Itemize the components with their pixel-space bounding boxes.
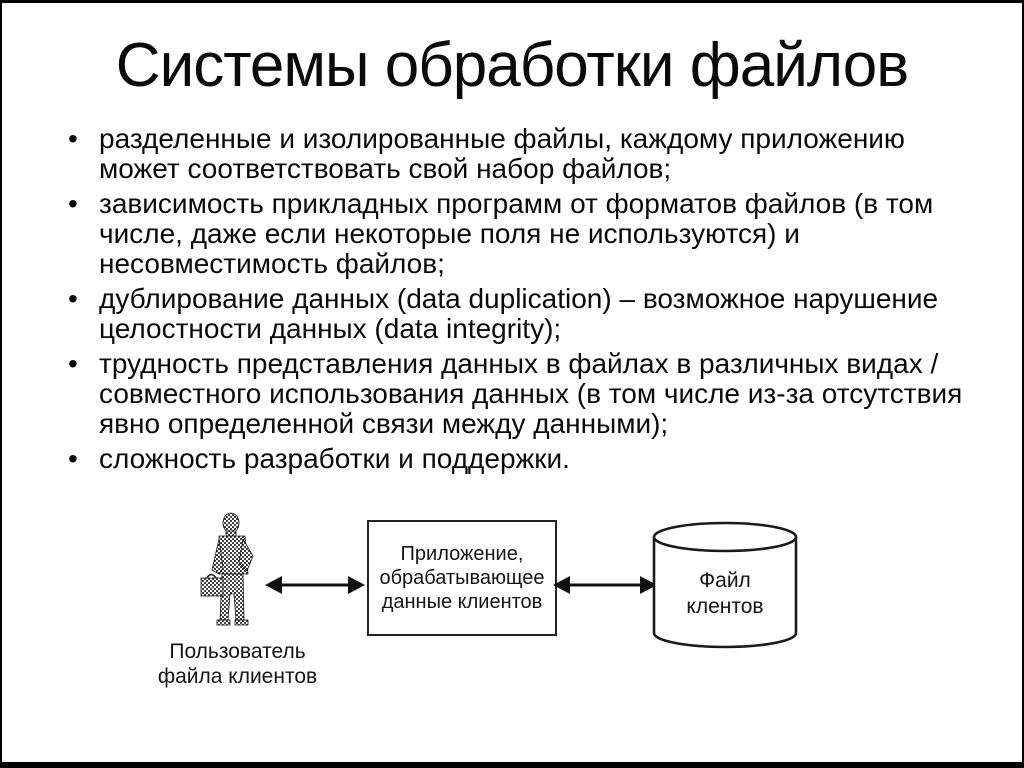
page-title: Системы обработки файлов [115,31,909,100]
person-icon [200,512,254,626]
bullet-dot-icon: • [68,283,78,315]
bidirectional-arrow-icon [553,576,657,594]
bullet-dot-icon: • [68,123,78,155]
bullet-dot-icon: • [68,188,78,220]
bullet-text: трудность представления данных в файлах … [99,348,963,440]
bullet-text: сложность разработки и поддержки. [99,443,570,475]
application-box: Приложение, обрабатывающее данные клиент… [367,520,557,636]
list-item: • трудность представления данных в файла… [68,349,967,439]
list-item: • дублирование данных (data duplication)… [68,284,967,344]
diagram: Пользователь файла клиентов Приложение, … [2,3,1022,762]
bullet-list: • разделенные и изолированные файлы, каж… [2,124,1022,474]
list-item: • сложность разработки и поддержки. [68,444,967,474]
list-item: • разделенные и изолированные файлы, каж… [68,124,967,184]
bullet-dot-icon: • [68,443,78,475]
bidirectional-arrow-icon [265,576,365,594]
bullet-dot-icon: • [68,348,78,380]
file-cylinder-icon [652,521,798,649]
bullet-text: разделенные и изолированные файлы, каждо… [99,123,905,185]
user-label: Пользователь файла клиентов [157,640,318,688]
application-box-label: Приложение, обрабатывающее данные клиент… [379,543,545,613]
file-cylinder-label: Файл клентов [686,569,764,618]
bullet-text: зависимость прикладных программ от форма… [99,188,934,280]
bullet-text: дублирование данных (data duplication) –… [99,283,939,345]
list-item: • зависимость прикладных программ от фор… [68,189,967,279]
